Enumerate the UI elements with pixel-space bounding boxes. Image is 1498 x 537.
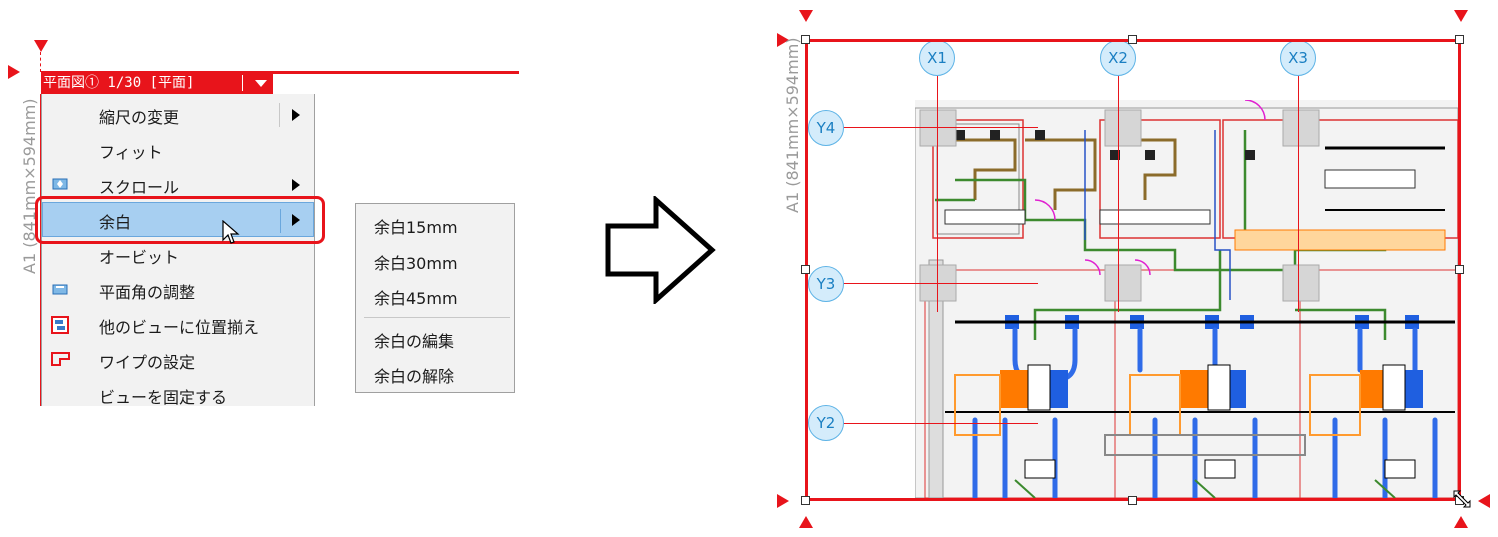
submenu-item-margin-edit[interactable]: 余白の編集 bbox=[374, 332, 455, 351]
frame-bottom-right-marker bbox=[1454, 516, 1468, 528]
submenu-arrow-icon bbox=[292, 214, 300, 226]
menu-item-scale[interactable]: 縮尺の変更 bbox=[42, 97, 314, 132]
menu-item-lock-view[interactable]: ビューを固定する bbox=[42, 377, 314, 412]
resize-cursor-icon bbox=[1452, 489, 1472, 513]
wipe-icon bbox=[51, 351, 70, 367]
menu-item-label: フィット bbox=[99, 143, 163, 162]
menu-item-fit[interactable]: フィット bbox=[42, 132, 314, 167]
grid-line-y4 bbox=[842, 127, 1038, 128]
menu-item-label: ワイプの設定 bbox=[99, 353, 196, 372]
scroll-icon bbox=[51, 176, 69, 192]
grid-line-x3 bbox=[1298, 76, 1299, 312]
menu-item-orbit[interactable]: オービット bbox=[42, 237, 314, 272]
menu-separator bbox=[279, 103, 280, 127]
view-tab[interactable]: 平面図① 1/30 [平面] bbox=[41, 72, 273, 94]
submenu-item-margin-30[interactable]: 余白30mm bbox=[374, 254, 458, 273]
margin-highlight-box bbox=[35, 196, 325, 244]
resize-handle-right-mid[interactable] bbox=[1455, 265, 1464, 274]
menu-item-label: スクロール bbox=[99, 178, 180, 197]
grid-bubble-y4[interactable]: Y4 bbox=[808, 110, 844, 146]
sheet-size-label: A1 (841mm×594mm) bbox=[20, 98, 39, 274]
submenu-item-margin-15[interactable]: 余白15mm bbox=[374, 218, 458, 237]
menu-separator bbox=[280, 209, 281, 233]
mouse-cursor-icon bbox=[222, 219, 240, 250]
grid-bubble-y2[interactable]: Y2 bbox=[808, 405, 844, 441]
grid-line-x2 bbox=[1118, 76, 1119, 312]
sheet-size-label: A1 (841mm×594mm) bbox=[783, 37, 802, 213]
grid-line-x1 bbox=[937, 76, 938, 312]
menu-item-label: オービット bbox=[99, 248, 180, 267]
resize-handle-top-mid[interactable] bbox=[1128, 35, 1137, 44]
menu-item-label: 他のビューに位置揃え bbox=[99, 318, 260, 337]
menu-item-plane-angle[interactable]: 平面角の調整 bbox=[42, 272, 314, 307]
view-top-marker bbox=[34, 40, 48, 52]
frame-top-right-marker bbox=[1454, 10, 1468, 22]
submenu-arrow-icon bbox=[292, 109, 300, 121]
menu-item-scroll[interactable]: スクロール bbox=[42, 167, 314, 202]
transition-arrow-icon bbox=[604, 194, 716, 308]
frame-left-top-marker bbox=[777, 33, 789, 47]
view-top-guide bbox=[40, 52, 42, 72]
plane-angle-icon bbox=[51, 281, 69, 297]
view-margin-frame bbox=[805, 39, 1461, 501]
menu-item-wipe[interactable]: ワイプの設定 bbox=[42, 342, 314, 377]
resize-handle-bottom-mid[interactable] bbox=[1128, 496, 1137, 505]
menu-item-margin[interactable]: 余白 bbox=[42, 202, 314, 237]
menu-item-label: 余白 bbox=[99, 213, 132, 232]
resize-handle-bottom-left[interactable] bbox=[801, 496, 810, 505]
floor-plan-drawing bbox=[915, 100, 1458, 498]
grid-line-y2 bbox=[842, 423, 1038, 424]
resize-handle-top-left[interactable] bbox=[801, 35, 810, 44]
menu-item-label: ビューを固定する bbox=[99, 388, 228, 407]
grid-line-y3 bbox=[842, 283, 1038, 284]
menu-item-align-views[interactable]: 他のビューに位置揃え bbox=[42, 307, 314, 342]
frame-left-bottom-marker bbox=[777, 494, 789, 508]
submenu-arrow-icon bbox=[292, 179, 300, 191]
frame-top-left-marker bbox=[799, 10, 813, 22]
grid-bubble-y3[interactable]: Y3 bbox=[808, 266, 844, 302]
frame-bottom-left-marker bbox=[799, 516, 813, 528]
view-tab-label: 平面図① 1/30 [平面] bbox=[43, 75, 195, 91]
margin-submenu: 余白15mm 余白30mm 余白45mm 余白の編集 余白の解除 bbox=[355, 203, 515, 393]
view-left-marker bbox=[8, 65, 20, 79]
menu-item-label: 縮尺の変更 bbox=[99, 108, 180, 127]
align-views-icon bbox=[51, 316, 69, 334]
resize-handle-top-right[interactable] bbox=[1455, 35, 1464, 44]
resize-handle-left-mid[interactable] bbox=[801, 265, 810, 274]
submenu-item-margin-clear[interactable]: 余白の解除 bbox=[374, 367, 455, 386]
submenu-item-margin-45[interactable]: 余白45mm bbox=[374, 289, 458, 308]
context-menu: 縮尺の変更 フィット スクロール 余白 オービット 平面角の調整 他のビューに位… bbox=[41, 94, 315, 407]
view-border-top bbox=[41, 71, 519, 74]
dropdown-arrow-icon[interactable] bbox=[255, 80, 267, 87]
menu-item-label: 平面角の調整 bbox=[99, 283, 196, 302]
frame-right-bottom-marker bbox=[1478, 494, 1490, 508]
view-tab-separator bbox=[242, 75, 243, 91]
submenu-separator bbox=[364, 317, 510, 318]
